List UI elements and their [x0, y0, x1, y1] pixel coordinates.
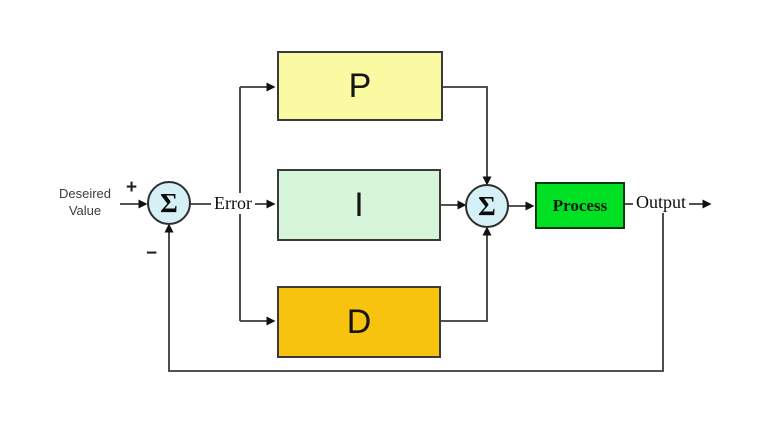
feedback-line	[164, 204, 664, 372]
sum2-sigma-symbol: Σ	[478, 190, 496, 221]
sum1-sigma-symbol: Σ	[160, 187, 178, 218]
setpoint-label-line1: Deseired	[58, 186, 112, 201]
sum-junction-1	[147, 181, 191, 225]
plus-sign: +	[126, 177, 138, 198]
error-label: Error	[211, 193, 255, 214]
sum-junction-2	[465, 184, 509, 228]
minus-sign: −	[146, 243, 158, 264]
i-block-label: I	[354, 185, 364, 224]
p-output-line	[442, 86, 492, 186]
d-output-line	[440, 226, 492, 322]
process-block	[535, 182, 625, 229]
d-block-label: D	[346, 302, 372, 341]
setpoint-label: Deseired Value	[40, 185, 130, 219]
p-block-label: P	[348, 66, 372, 105]
process-block-label: Process	[552, 195, 608, 215]
p-block	[277, 51, 443, 121]
d-block	[277, 286, 441, 358]
output-label: Output	[633, 192, 690, 213]
i-block	[277, 169, 441, 241]
setpoint-label-line2: Value	[68, 203, 102, 218]
